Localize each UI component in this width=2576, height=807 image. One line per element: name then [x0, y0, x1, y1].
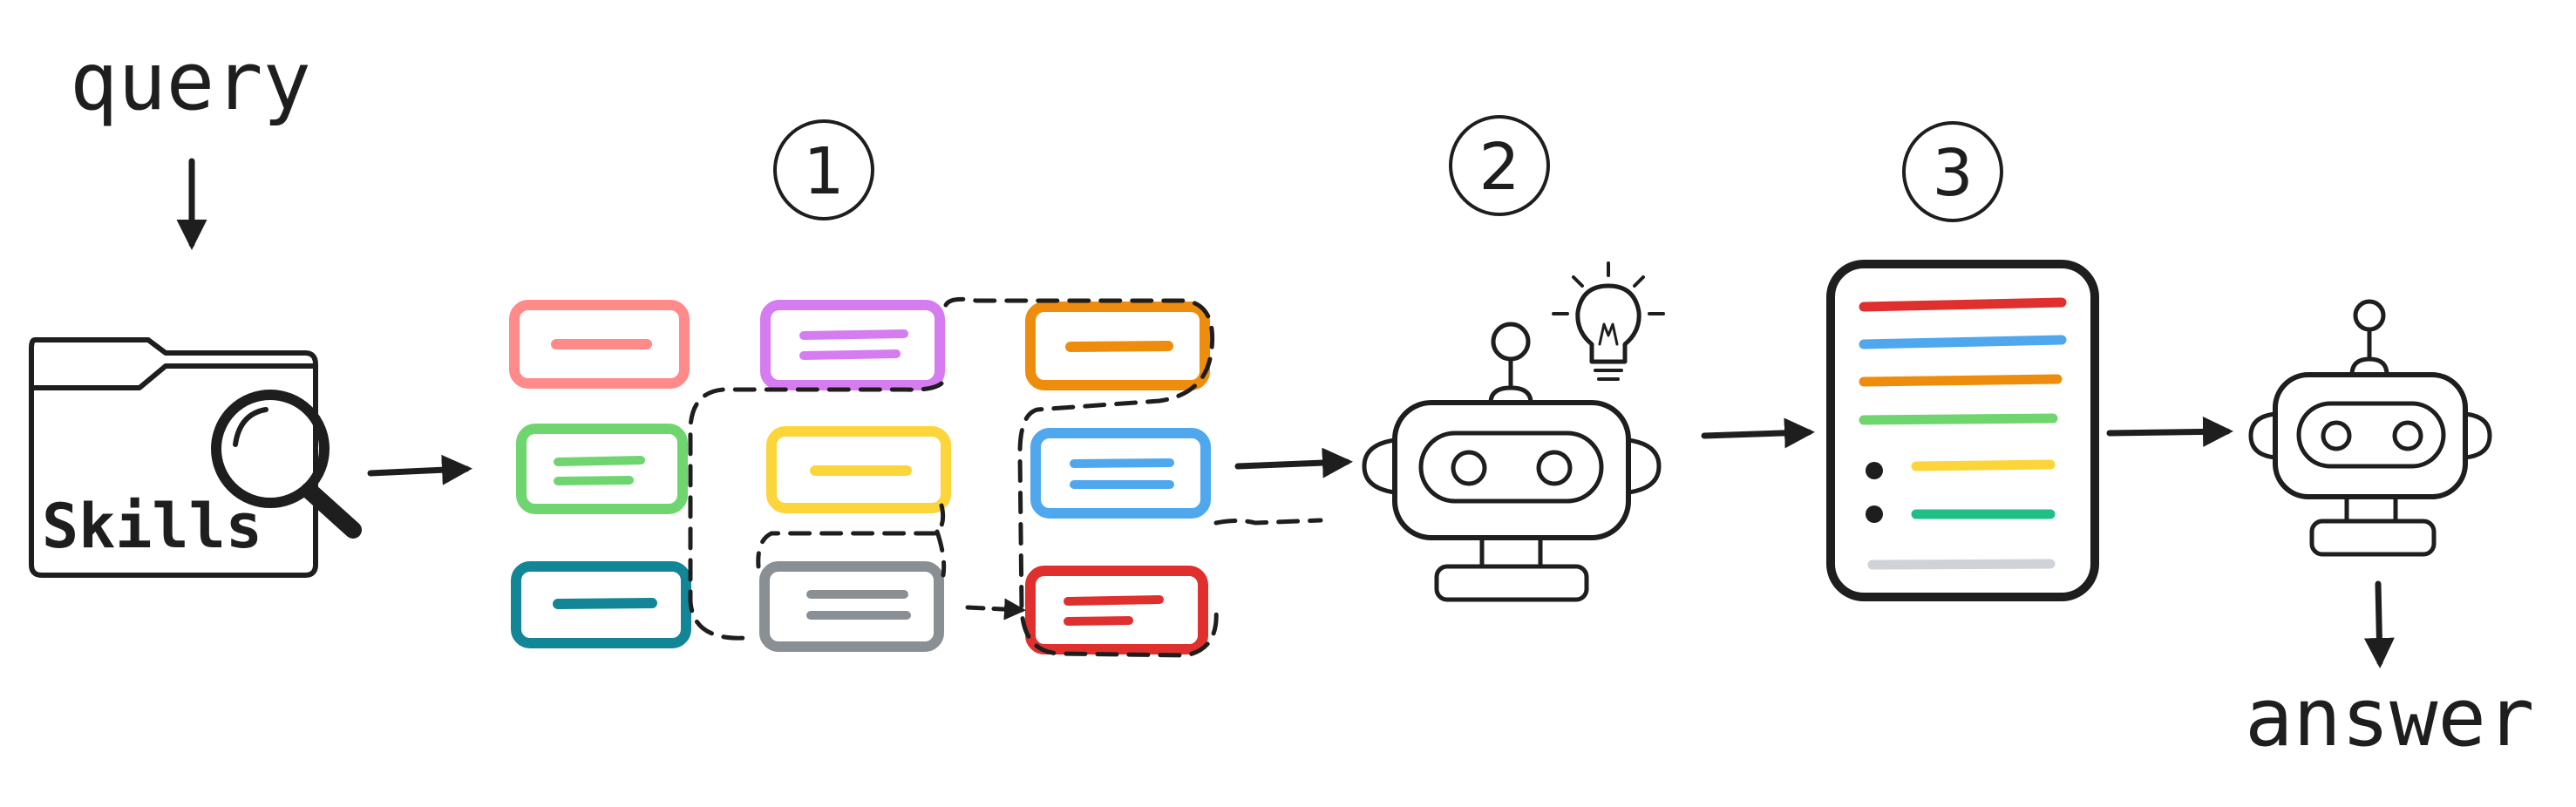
- step-badge-1: 1: [773, 119, 874, 220]
- answer-label: answer: [2245, 671, 2534, 764]
- skill-card-orange: [1025, 302, 1210, 390]
- skill-cards: [509, 296, 1323, 658]
- skill-card-red: [1025, 566, 1208, 654]
- skill-card-gray: [759, 561, 944, 652]
- skill-card-purple: [760, 300, 945, 390]
- svg-text:1: 1: [803, 134, 844, 209]
- step-badge-3: 3: [1902, 121, 2003, 222]
- answer-robot-icon: [2248, 299, 2492, 557]
- folder-icon: [29, 337, 318, 578]
- arrow-document-to-robot: [2106, 416, 2233, 447]
- svg-text:3: 3: [1932, 136, 1973, 211]
- skill-card-blue: [1030, 428, 1211, 519]
- arrow-gray-to-red: [965, 598, 1026, 621]
- skills-folder: Skills: [29, 337, 362, 578]
- document-icon: [1826, 260, 2099, 601]
- dashed-selection-path-1: [943, 296, 1219, 658]
- skill-card-green: [516, 424, 688, 514]
- magnifier-icon: [211, 390, 362, 539]
- svg-text:2: 2: [1478, 130, 1519, 205]
- skill-card-yellow: [766, 426, 951, 513]
- lightbulb-icon: [1552, 261, 1665, 381]
- step-badge-2: 2: [1449, 115, 1550, 216]
- arrow-cards-to-robot: [1234, 447, 1353, 478]
- arrow-folder-to-cards: [367, 454, 472, 485]
- dashed-selection-path-5: [1213, 518, 1323, 526]
- robot-icon: [1362, 322, 1662, 602]
- dashed-selection-path-2: [688, 381, 944, 641]
- dashed-selection-path-3: [756, 503, 946, 569]
- arrow-robot-to-document: [1701, 417, 1815, 449]
- skills-label: Skills: [42, 491, 262, 562]
- skill-card-pink: [509, 300, 690, 389]
- skill-card-teal: [511, 561, 691, 648]
- dashed-selection-path-4: [935, 529, 947, 578]
- answer-arrow: [2363, 580, 2395, 668]
- query-label: query: [70, 35, 311, 128]
